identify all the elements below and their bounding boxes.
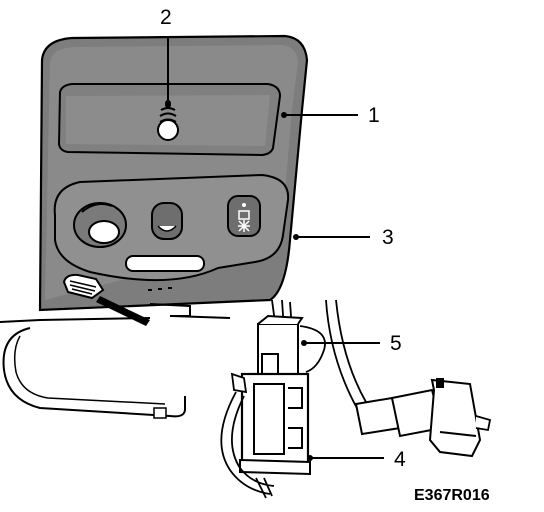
screw-icon — [157, 102, 179, 141]
figure-code: E367R016 — [414, 487, 490, 504]
callout-3: 3 — [382, 226, 394, 249]
rocker-switch — [151, 202, 183, 240]
leader-dots — [165, 100, 313, 461]
spotlight-lamp — [73, 202, 127, 248]
callout-1: 1 — [368, 104, 380, 127]
switch-panel — [53, 173, 290, 282]
headliner-outline — [0, 315, 231, 419]
sunroof-switch-icon — [227, 195, 261, 237]
connector-assembly — [220, 299, 367, 499]
wiring-connector — [354, 378, 492, 458]
callout-2: 2 — [160, 6, 172, 29]
callout-5: 5 — [390, 332, 402, 355]
leader-lines — [167, 38, 384, 459]
callout-4: 4 — [394, 448, 406, 471]
